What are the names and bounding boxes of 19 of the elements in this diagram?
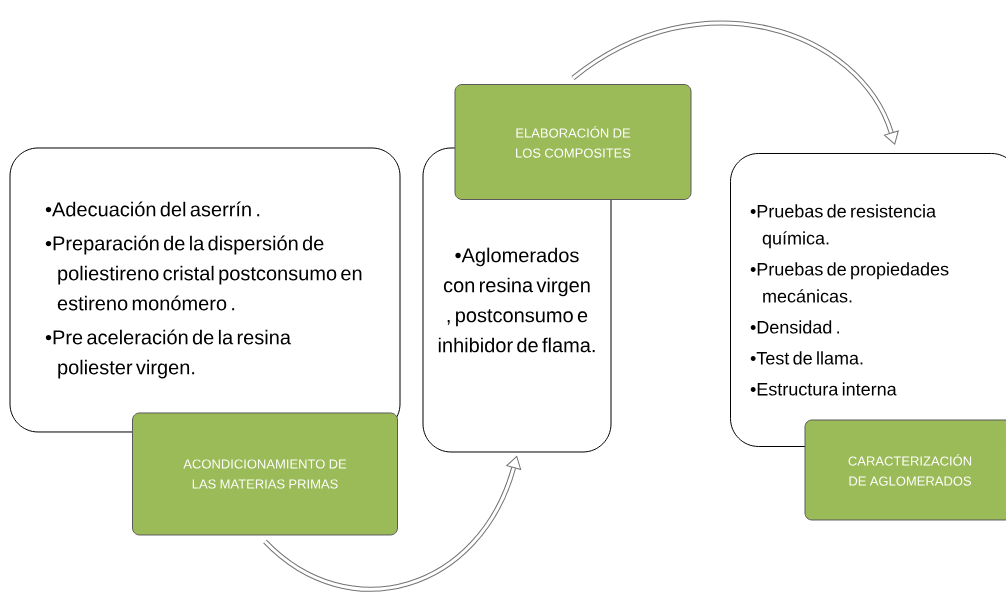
curved-arrow	[263, 455, 522, 592]
bullet-item: •Pre aceleración de la resina poliester virgen.	[45, 329, 291, 379]
label-box	[132, 412, 398, 536]
bullet-item: •Estructura interna	[750, 382, 897, 396]
step-box	[730, 153, 1006, 447]
step-title: CARACTERIZACIÓN DE AGLOMERADOS	[848, 454, 972, 486]
bullet-item: •Test de llama.	[750, 351, 863, 365]
bullet-item: •Adecuación del aserrín .	[45, 201, 260, 217]
bullet-item: •Pruebas de resistencia química.	[750, 204, 937, 249]
bullet-item: •Densidad .	[750, 320, 839, 334]
label-box	[454, 84, 692, 200]
step-title: ACONDICIONAMIENTO DE LAS MATERIAS PRIMAS	[183, 459, 347, 489]
bullet-item: •Preparación de la dispersión de poliestireno cristal postconsumo en estireno monómero .	[45, 235, 362, 311]
curved-arrow	[571, 21, 899, 145]
step-box	[9, 147, 401, 433]
step-title: ELABORACIÓN DE LOS COMPOSITES	[516, 126, 631, 158]
label-box	[804, 419, 1006, 521]
bullet-item: •Pruebas de propiedades mecánicas.	[750, 262, 949, 303]
bullet-item: •Aglomerados con resina virgen , postconsumo e inhibidor de flama.	[438, 247, 595, 353]
